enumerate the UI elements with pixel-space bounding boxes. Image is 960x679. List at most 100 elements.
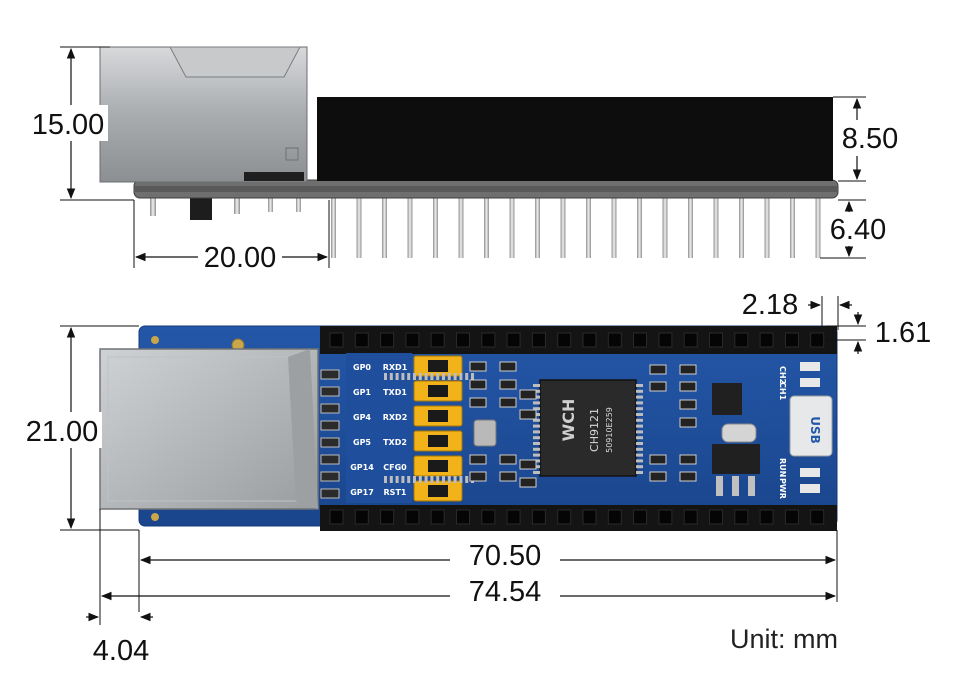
chip-pin <box>389 373 393 380</box>
smd-resistor <box>679 381 697 392</box>
chip-pin <box>636 459 643 463</box>
header-pin <box>535 196 540 258</box>
dim-label-bg <box>828 212 894 246</box>
header-hole <box>734 509 749 525</box>
dim-label-bg <box>198 240 282 274</box>
chip-pin <box>636 413 643 416</box>
header-pin <box>713 196 719 258</box>
chip-pin <box>636 436 643 440</box>
chip-code: 50910E259 <box>605 407 614 453</box>
smd-resistor <box>679 454 697 465</box>
header-hole <box>633 332 648 348</box>
header-pin <box>407 196 413 258</box>
smd-resistor <box>519 477 537 488</box>
header-hole <box>607 509 622 525</box>
header-hole <box>810 332 825 348</box>
smd-resistor <box>519 409 537 420</box>
side-female-header <box>317 97 833 181</box>
side-pcb-core <box>134 186 838 192</box>
ic-small <box>712 383 742 415</box>
regulator <box>712 444 760 474</box>
dim-rj45-overhang: 4.04 <box>93 635 149 667</box>
dim-label-bg <box>24 412 102 448</box>
header-hole <box>456 332 470 348</box>
header-hole <box>683 332 698 348</box>
header-pin <box>790 196 795 258</box>
top-rj45-jack <box>99 348 319 510</box>
silk-run: RUN <box>778 458 787 477</box>
pin-label-signal: TXD2 <box>383 438 407 447</box>
chip-pin <box>430 373 434 380</box>
chip-pin <box>636 389 643 393</box>
pin-label-gpio: GP17 <box>350 488 374 497</box>
header-hole <box>329 509 344 525</box>
chip-pin <box>533 401 540 405</box>
smd-resistor <box>499 361 517 372</box>
header-hole <box>683 509 698 525</box>
chip-pin <box>442 373 445 380</box>
chip-pin <box>471 373 474 380</box>
chip-pin <box>424 476 428 483</box>
chip-pin <box>430 476 434 483</box>
header-hole <box>633 509 648 525</box>
header-pin <box>637 196 642 258</box>
smd-resistors <box>469 361 697 488</box>
header-hole <box>607 332 622 348</box>
smd-resistor <box>679 417 697 428</box>
smd-part <box>320 369 340 380</box>
smd-resistor <box>519 389 537 400</box>
chip-pin <box>636 395 643 399</box>
led-run <box>800 468 820 477</box>
smd-part <box>320 386 340 397</box>
smd-resistor <box>499 471 517 482</box>
chip-pin <box>459 373 463 380</box>
dim-side-height: 15.00 <box>32 109 105 141</box>
header-hole <box>380 509 395 525</box>
chip-pin <box>407 476 411 483</box>
chip-pin <box>465 373 469 380</box>
chip-pin <box>636 453 643 457</box>
usb-connector[interactable] <box>789 395 833 457</box>
pin-label-signal: RXD2 <box>383 413 408 422</box>
jumper-pin <box>428 460 448 472</box>
crystal <box>473 419 497 447</box>
chip-pin <box>533 384 540 387</box>
header-hole <box>658 332 673 348</box>
dim-total-length: 74.54 <box>469 576 542 608</box>
dim-board-length: 70.50 <box>469 540 542 572</box>
chip-pin <box>413 476 416 483</box>
led-pwr <box>800 484 820 493</box>
smd-resistor <box>649 454 667 465</box>
led-ch1 <box>800 378 820 387</box>
header-hole <box>329 332 344 348</box>
header-hole <box>430 332 445 348</box>
chip-pin <box>407 373 411 380</box>
smd-resistor <box>679 364 697 375</box>
chip-pin <box>418 476 422 483</box>
header-hole <box>405 509 420 525</box>
chip-pin <box>453 476 457 483</box>
jumper-pin <box>428 485 448 497</box>
top-rj45-side <box>288 349 318 509</box>
pin-label-gpio: GP4 <box>353 413 371 422</box>
smd-components <box>320 369 340 499</box>
smd-part <box>320 403 340 414</box>
header-holes <box>329 332 825 525</box>
smd-resistor <box>499 397 517 408</box>
pin-label-gpio: GP14 <box>350 463 374 472</box>
led-ch2 <box>800 362 820 371</box>
chip-pin <box>447 476 451 483</box>
header-hole <box>481 332 496 348</box>
header-hole <box>709 332 723 348</box>
chip-pin <box>636 424 643 428</box>
jumper-pin <box>428 435 448 447</box>
smd-resistor <box>469 361 487 372</box>
header-hole <box>784 332 799 348</box>
header-pin <box>611 196 617 258</box>
header-pin <box>688 196 693 258</box>
label-column <box>378 353 412 503</box>
chip-pin <box>533 453 540 457</box>
chip-pin <box>636 418 643 422</box>
